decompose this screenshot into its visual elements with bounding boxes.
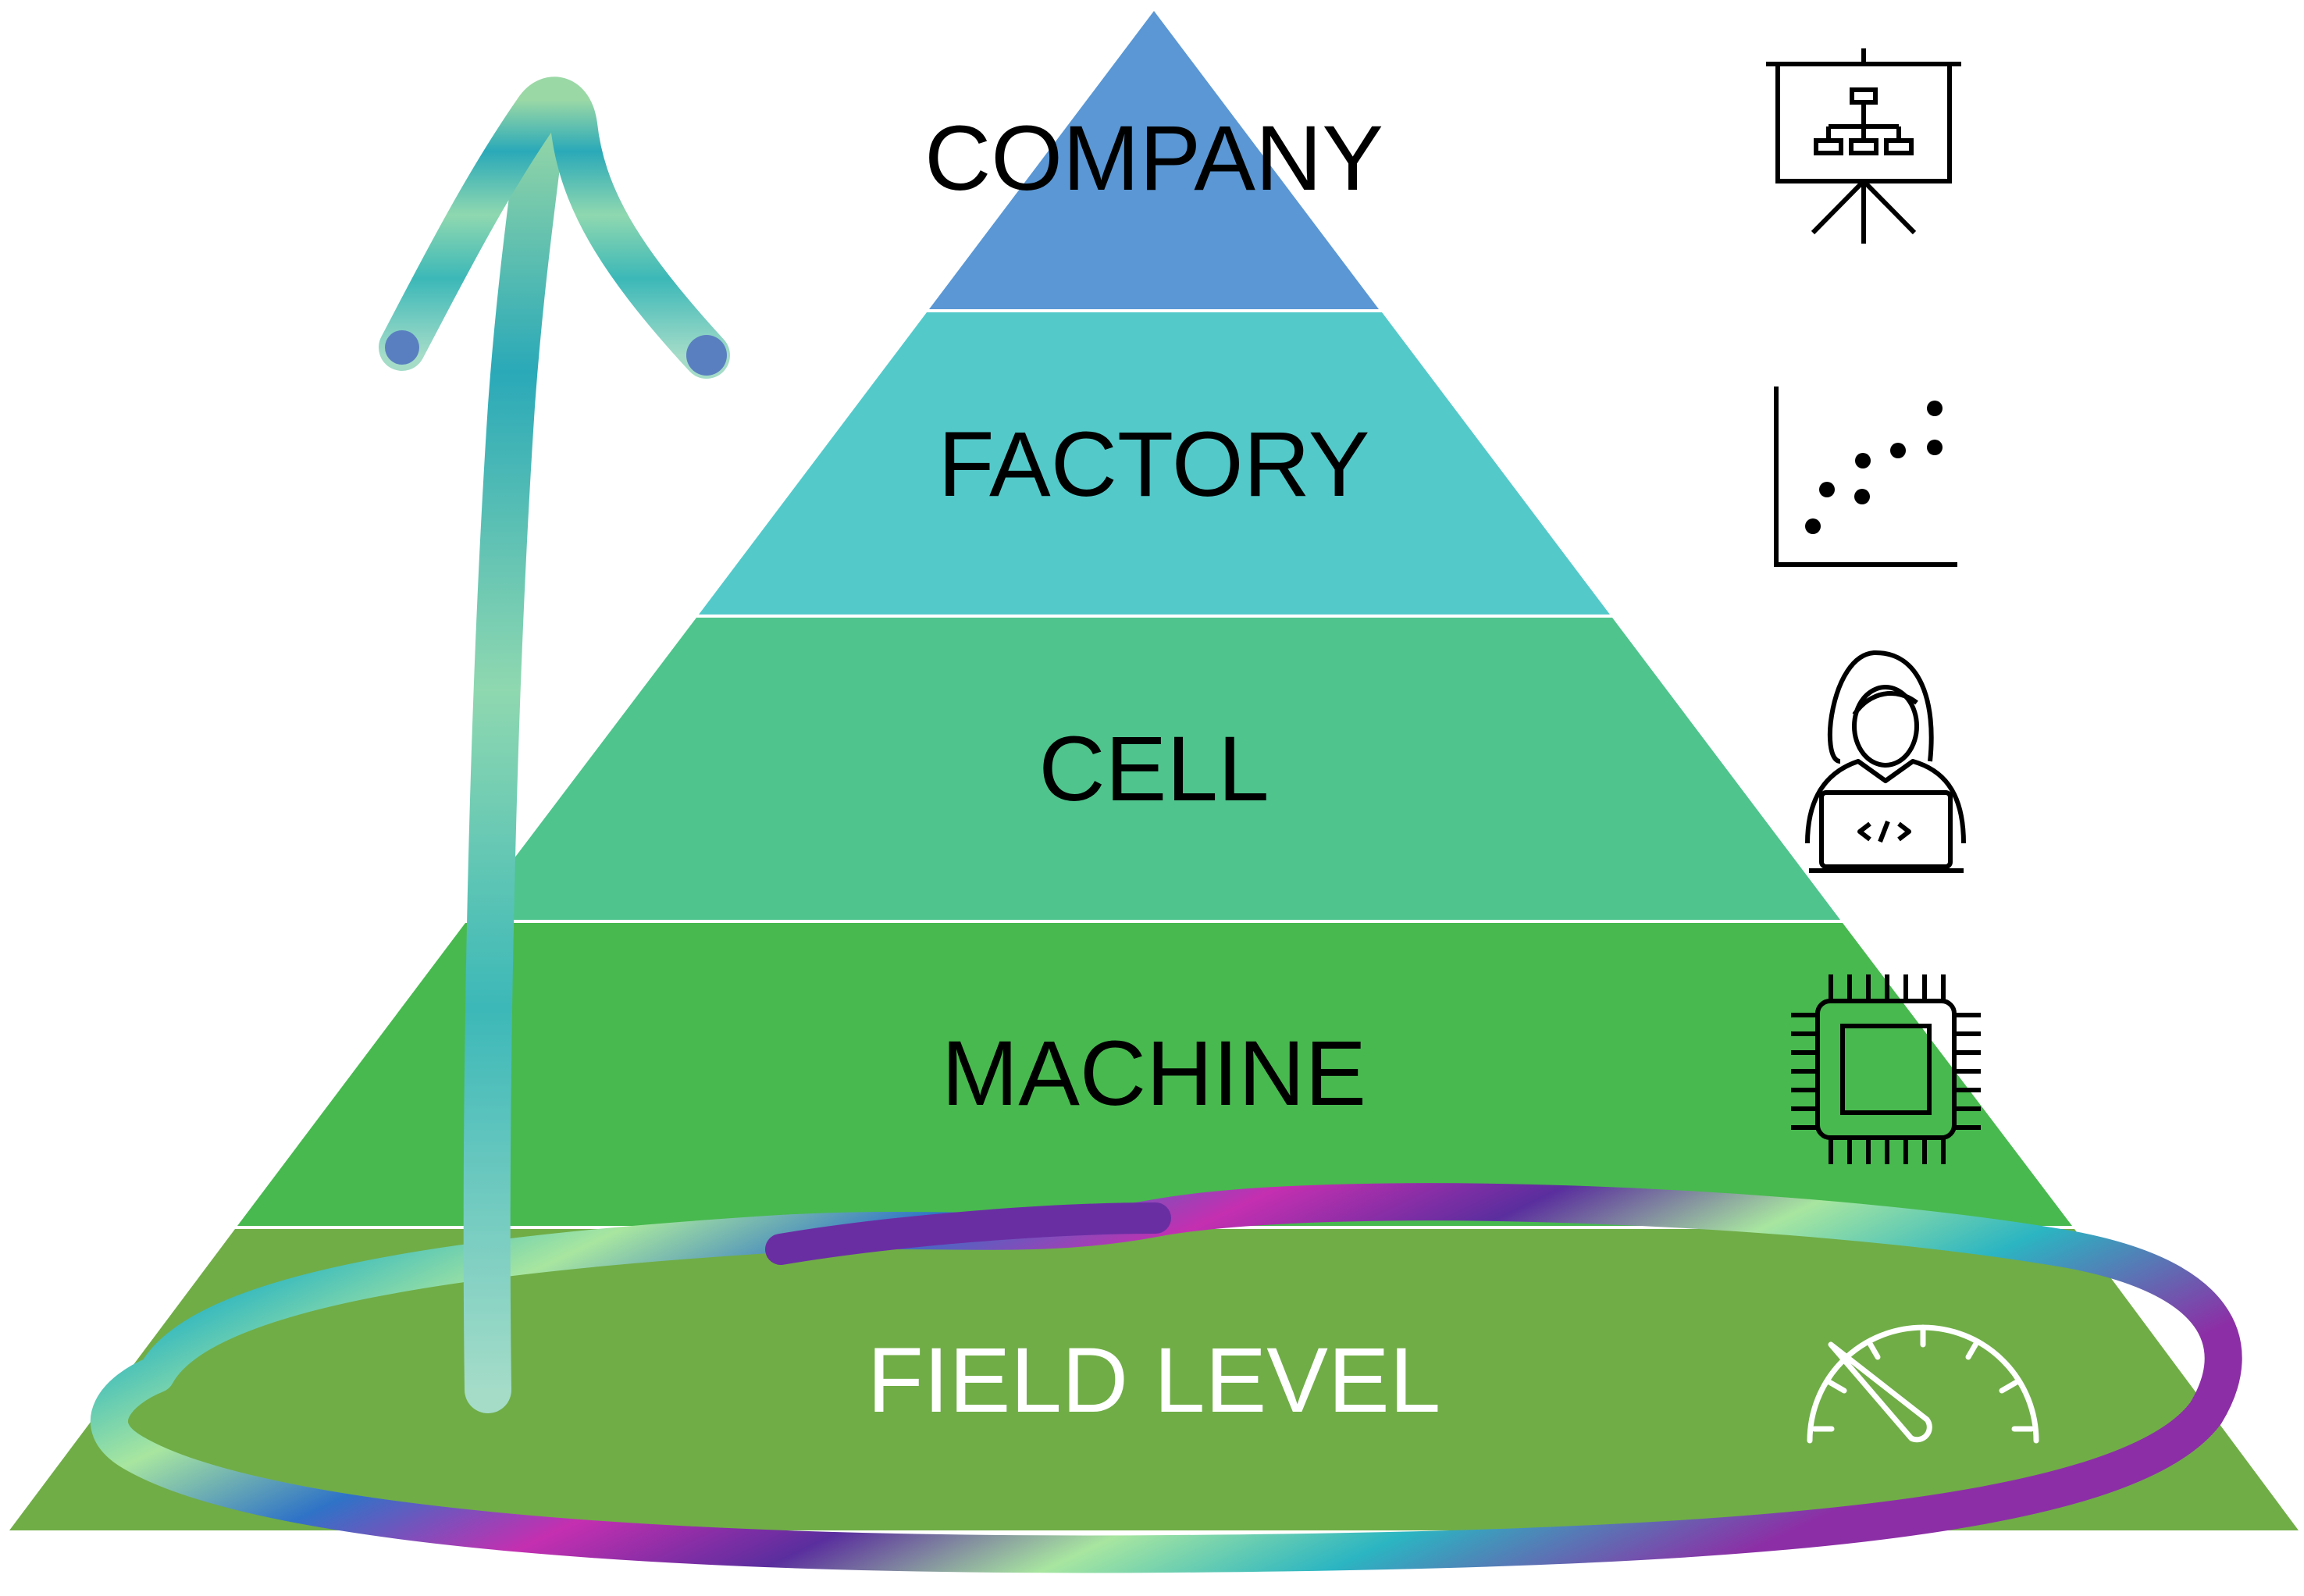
level-cell-label: CELL [1038, 718, 1269, 821]
field-level-highlight-ring [91, 1183, 2242, 1573]
level-company-band [929, 11, 1379, 309]
pyramid-levels [9, 11, 2299, 1530]
developer-laptop-icon [1805, 650, 1966, 873]
level-factory-band [699, 312, 1610, 615]
level-field-level-label: FIELD LEVEL [867, 1329, 1441, 1432]
level-factory-label: FACTORY [938, 413, 1369, 516]
level-field-level-band [9, 1229, 2299, 1530]
level-machine-label: MACHINE [942, 1022, 1366, 1125]
speedometer-gauge-icon [1807, 1324, 2039, 1444]
level-cell-band [468, 618, 1840, 920]
scatter-plot-icon [1774, 387, 1957, 567]
cpu-chip-icon [1791, 974, 1981, 1164]
level-company-label: COMPANY [924, 107, 1383, 210]
upward-arrow [379, 77, 730, 1413]
level-machine-band [237, 923, 2072, 1226]
org-chart-presentation-icon [1766, 48, 1961, 244]
pyramid-labels: COMPANY FACTORY CELL MACHINE FIELD LEVEL [867, 107, 1441, 1432]
